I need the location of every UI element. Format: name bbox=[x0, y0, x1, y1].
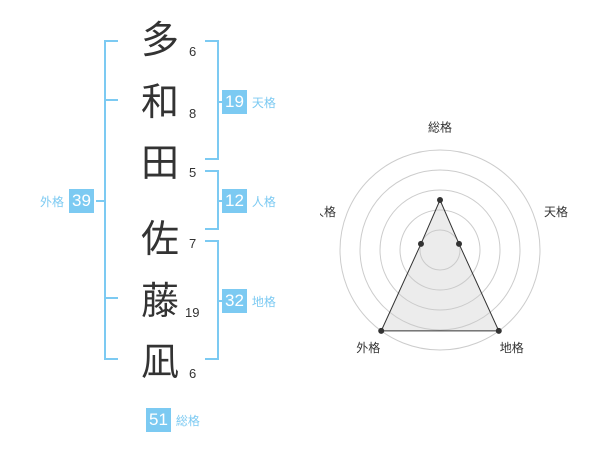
radar-grid-ring-5 bbox=[339, 149, 541, 351]
gaikaku-badge: 外格 39 bbox=[40, 189, 94, 213]
radar-axis-label-4: 外格 bbox=[356, 340, 380, 355]
stroke-count-3: 5 bbox=[189, 165, 197, 180]
name-char-6: 凪 bbox=[140, 340, 179, 384]
name-char-2: 和 bbox=[140, 80, 179, 124]
radar-series-polygon bbox=[380, 198, 500, 332]
jinkaku-label: 人格 bbox=[251, 194, 276, 209]
name-char-1: 多 bbox=[140, 18, 179, 62]
name-char-5: 藤 bbox=[140, 279, 179, 323]
stroke-count-2: 8 bbox=[189, 106, 197, 121]
tenkaku-value: 19 bbox=[222, 90, 247, 114]
tenkaku-bracket bbox=[205, 40, 219, 160]
radar-point-4 bbox=[378, 327, 385, 334]
tenkaku-bracket-connector bbox=[217, 101, 223, 103]
gaikaku-bracket bbox=[104, 40, 118, 360]
gaikaku-bracket-tick-bottom bbox=[104, 297, 118, 299]
stroke-count-4: 7 bbox=[189, 236, 197, 251]
tenkaku-badge: 19 天格 bbox=[222, 90, 276, 114]
soukaku-value: 51 bbox=[146, 408, 171, 432]
radar-axis-label-5: 人格 bbox=[320, 204, 336, 219]
radar-axis-label-2: 天格 bbox=[544, 204, 568, 219]
radar-grid-ring-2 bbox=[399, 209, 481, 291]
chikaku-bracket-connector bbox=[217, 300, 223, 302]
name-char-4: 佐 bbox=[140, 217, 179, 261]
radar-point-1 bbox=[437, 197, 443, 203]
name-char-3: 田 bbox=[140, 141, 179, 185]
gaikaku-label: 外格 bbox=[40, 194, 65, 209]
radar-axis-label-1: 総格 bbox=[428, 120, 452, 135]
gaikaku-bracket-connector bbox=[96, 200, 106, 202]
soukaku-badge: 51 総格 bbox=[146, 408, 200, 432]
jinkaku-badge: 12 人格 bbox=[222, 189, 276, 213]
gaikaku-value: 39 bbox=[69, 189, 94, 213]
stroke-count-1: 6 bbox=[189, 44, 197, 59]
radar-axis-label-3: 地格 bbox=[500, 340, 524, 355]
soukaku-label: 総格 bbox=[175, 413, 200, 428]
radar-grid-ring-1 bbox=[419, 229, 461, 271]
radar-point-5 bbox=[417, 240, 424, 247]
radar-grid-ring-3 bbox=[379, 189, 501, 311]
radar-grid-ring-4 bbox=[359, 169, 521, 331]
chikaku-value: 32 bbox=[222, 289, 247, 313]
radar-point-2 bbox=[456, 240, 463, 247]
jinkaku-value: 12 bbox=[222, 189, 247, 213]
jinkaku-bracket-connector bbox=[217, 200, 223, 202]
stroke-count-5: 19 bbox=[185, 305, 200, 320]
chikaku-badge: 32 地格 bbox=[222, 289, 276, 313]
chikaku-label: 地格 bbox=[251, 294, 276, 309]
radar-point-3 bbox=[495, 327, 502, 334]
gaikaku-bracket-tick-top bbox=[104, 99, 118, 101]
tenkaku-label: 天格 bbox=[251, 95, 276, 110]
stroke-count-6: 6 bbox=[189, 366, 197, 381]
